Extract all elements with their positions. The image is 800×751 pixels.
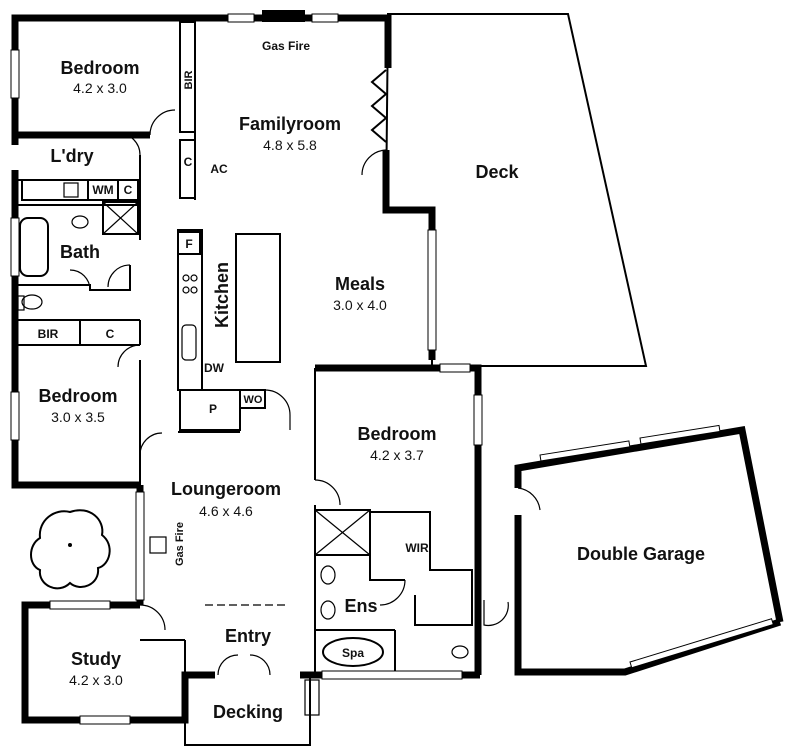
garage-walls: [514, 424, 784, 676]
deck-outline: [384, 13, 648, 367]
ensuite-name: Ens: [344, 596, 377, 616]
cupboard-c1-label: C: [184, 155, 193, 169]
loungeroom-name: Loungeroom: [171, 479, 281, 499]
interior-walls: [15, 18, 473, 746]
familyroom-name: Familyroom: [239, 114, 341, 134]
fixture-labels: Gas Fire BIR C AC WM C F DW BIR C P WO W…: [38, 39, 429, 660]
bir-top-label: BIR: [183, 70, 195, 89]
entry-name: Entry: [225, 626, 271, 646]
bedroom2-dims: 3.0 x 3.5: [51, 409, 105, 425]
pantry-label: P: [209, 402, 217, 416]
study-name: Study: [71, 649, 121, 669]
loungeroom-dims: 4.6 x 4.6: [199, 503, 253, 519]
room-labels: Bedroom 4.2 x 3.0 Familyroom 4.8 x 5.8 L…: [38, 58, 705, 722]
gas-fire-top-label: Gas Fire: [262, 39, 310, 53]
windows: [10, 13, 483, 725]
bath-name: Bath: [60, 242, 100, 262]
wm-label: WM: [92, 183, 113, 197]
wir-label: WIR: [405, 541, 429, 555]
laundry-name: L'dry: [50, 146, 93, 166]
bedroom3-name: Bedroom: [357, 424, 436, 444]
bedroom2-name: Bedroom: [38, 386, 117, 406]
meals-name: Meals: [335, 274, 385, 294]
fridge-label: F: [185, 237, 192, 251]
spa-label: Spa: [342, 646, 364, 660]
gas-fire-lounge-label: Gas Fire: [174, 522, 186, 566]
wall-oven-label: WO: [244, 394, 263, 406]
cupboard-c2-label: C: [124, 183, 133, 197]
bir-left-label: BIR: [38, 327, 59, 341]
bedroom1-dims: 4.2 x 3.0: [73, 80, 127, 96]
doors: [69, 69, 541, 676]
tree-icon: [30, 509, 111, 590]
deck-name: Deck: [475, 162, 519, 182]
kitchen-name: Kitchen: [212, 262, 232, 328]
cupboard-c3-label: C: [106, 327, 115, 341]
familyroom-dims: 4.8 x 5.8: [263, 137, 317, 153]
bedroom3-dims: 4.2 x 3.7: [370, 447, 424, 463]
decking-name: Decking: [213, 702, 283, 722]
study-dims: 4.2 x 3.0: [69, 672, 123, 688]
ac-label: AC: [210, 162, 228, 176]
bedroom1-name: Bedroom: [60, 58, 139, 78]
garage-name: Double Garage: [577, 544, 705, 564]
meals-dims: 3.0 x 4.0: [333, 297, 387, 313]
dishwasher-label: DW: [204, 361, 225, 375]
